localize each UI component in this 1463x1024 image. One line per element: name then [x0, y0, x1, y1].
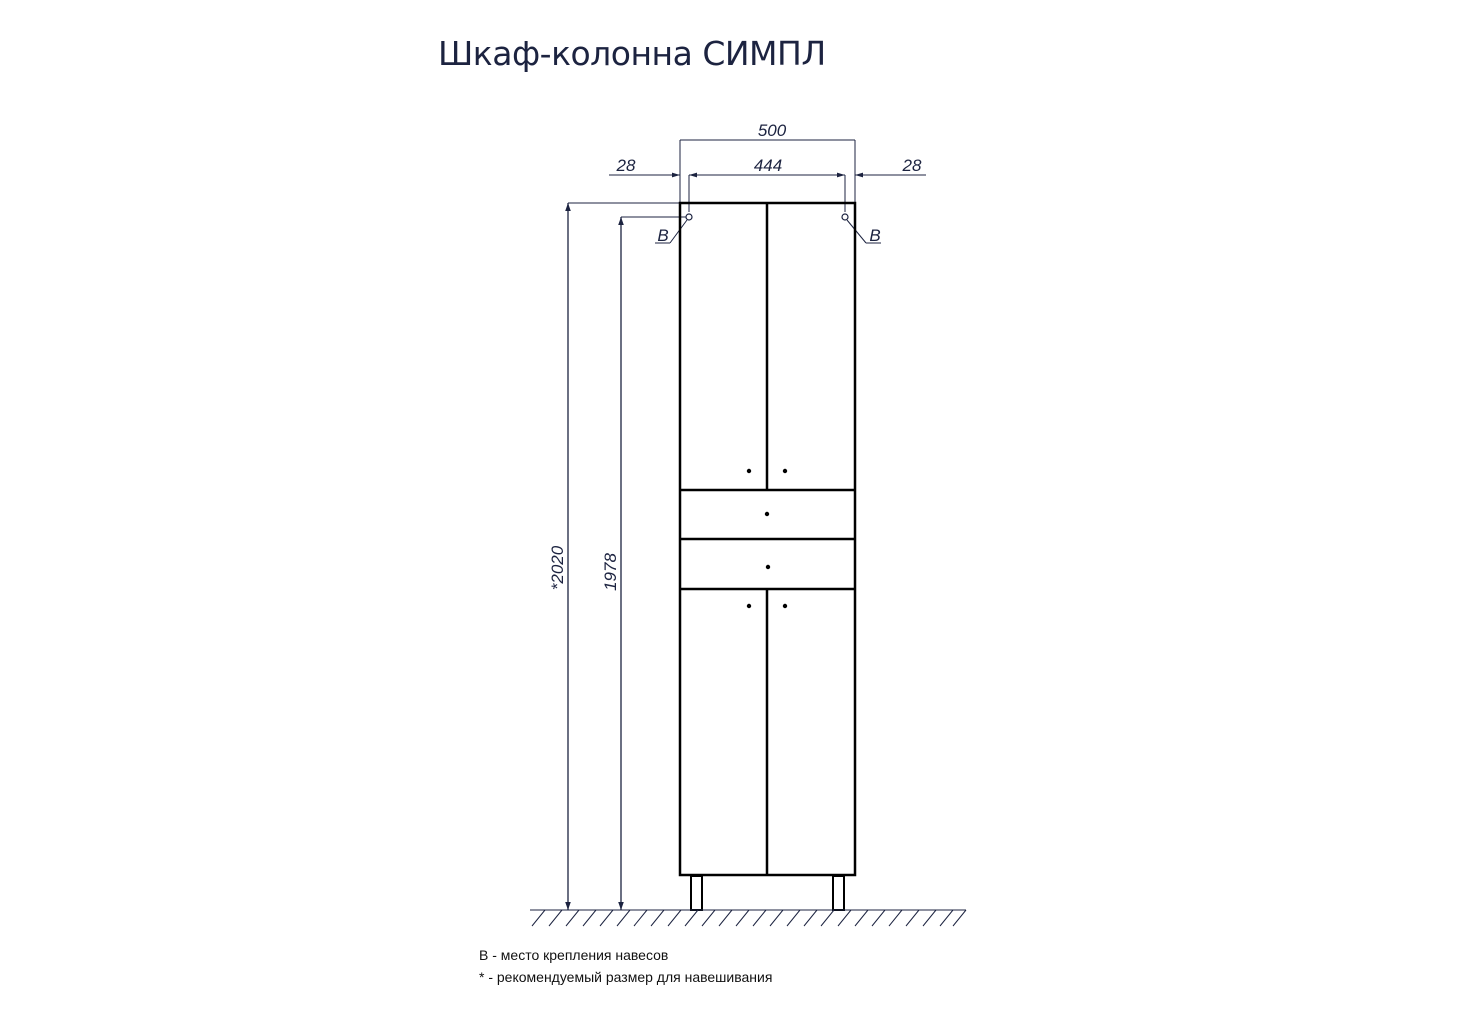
lower-right-door-handle	[782, 603, 788, 609]
mount-label-left: B	[657, 226, 668, 245]
mount-point-right: B	[841, 213, 881, 245]
mount-label-right: B	[869, 226, 880, 245]
dimension-inner-width: 444 28 28	[609, 156, 926, 212]
dimension-overall-width: 500	[679, 121, 856, 203]
dimension-444-label: 444	[754, 156, 782, 175]
legend-recommended-note: * - рекомендуемый размер для навешивания	[479, 969, 773, 985]
cabinet	[678, 201, 857, 877]
dimension-1978-label: 1978	[601, 553, 620, 591]
handles	[746, 468, 788, 609]
dimension-right-28-label: 28	[902, 156, 922, 175]
upper-left-door-handle	[746, 468, 752, 474]
legs	[690, 875, 845, 911]
lower-left-door-handle	[746, 603, 752, 609]
upper-right-door-handle	[782, 468, 788, 474]
dimension-overall-height: *2020	[548, 202, 680, 910]
dimension-2020-label: *2020	[548, 545, 567, 590]
dimension-left-28-label: 28	[616, 156, 636, 175]
drawer-2-handle	[765, 564, 771, 570]
drawer-1-handle	[764, 511, 770, 517]
dimension-500-label: 500	[758, 121, 787, 140]
dimension-mount-height: 1978	[601, 216, 689, 910]
page-title: Шкаф-колонна СИМПЛ	[438, 34, 826, 73]
right-leg	[832, 875, 845, 911]
legend-mount-note: В - место крепления навесов	[479, 947, 669, 963]
mount-point-left: B	[655, 213, 693, 245]
floor-hatching	[530, 909, 967, 927]
left-leg	[690, 875, 703, 911]
